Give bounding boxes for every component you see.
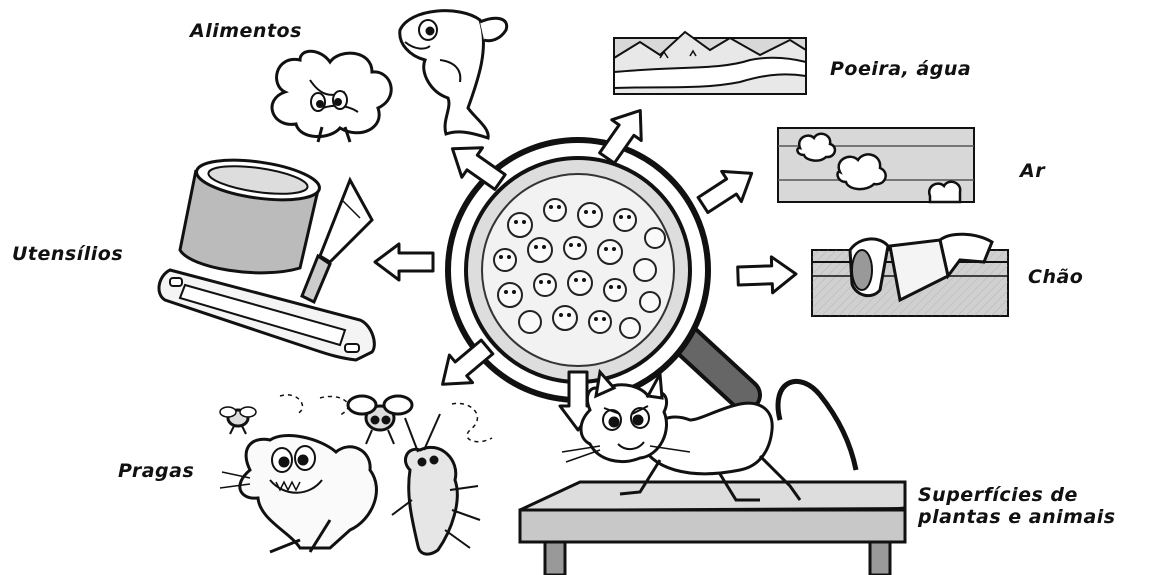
label-utensilios: Utensílios (12, 243, 123, 265)
air-clouds-icon (778, 128, 974, 202)
label-ar: Ar (1020, 160, 1045, 182)
shoe-on-floor-icon (812, 234, 1008, 316)
label-chao: Chão (1028, 266, 1083, 288)
arrow-to-utensilios (375, 244, 433, 280)
arrow-to-chao (737, 256, 796, 294)
label-alimentos: Alimentos (190, 20, 302, 42)
landscape-river-icon (614, 32, 806, 94)
label-pragas: Pragas (118, 460, 194, 482)
label-superficies-line2: plantas e animais (918, 506, 1116, 528)
label-superficies-line1: Superfícies de (918, 484, 1116, 506)
label-superficies: Superfícies de plantas e animais (918, 484, 1116, 528)
can-knife-tray-icon (159, 154, 374, 360)
rat-flies-cockroach-icon (220, 395, 492, 554)
label-poeira-agua: Poeira, água (830, 58, 971, 80)
lettuce-and-fish-icon (272, 11, 507, 142)
arrow-to-ar (693, 158, 761, 220)
